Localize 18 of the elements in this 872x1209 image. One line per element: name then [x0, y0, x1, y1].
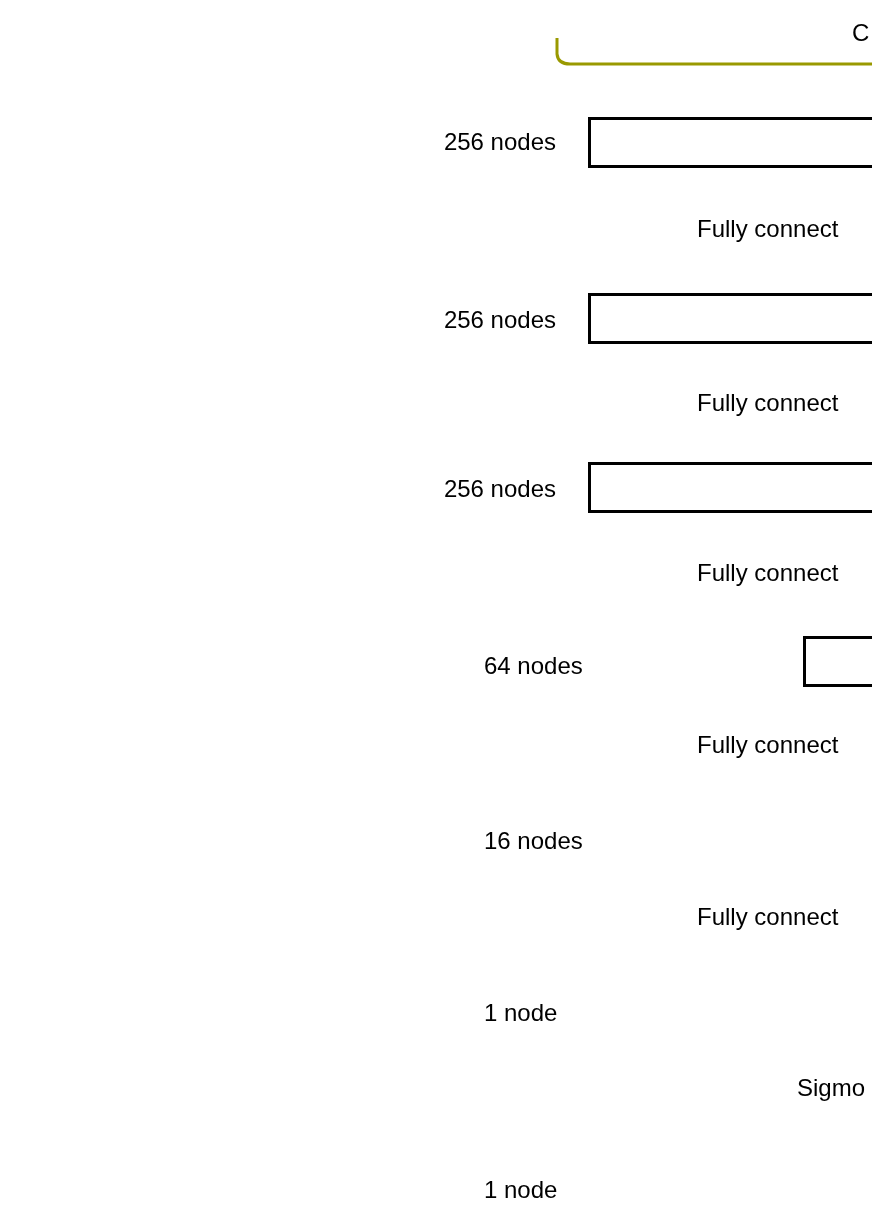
layer-label: 1 node: [484, 1001, 558, 1025]
layer-label: Fully connect: [697, 391, 839, 415]
node-count: 256 nodes: [443, 130, 556, 154]
node-count: 256 nodes: [443, 477, 556, 501]
layer-box: [588, 117, 872, 168]
layer-label: Fully connect: [697, 733, 839, 757]
layer-box: [803, 636, 872, 687]
node-count: 256 nodes: [443, 308, 556, 332]
layer-label: Sigmo: [797, 1076, 866, 1100]
layer-label: 16 nodes: [484, 829, 583, 853]
layer-label: C: [852, 21, 870, 45]
layer-box: [588, 462, 872, 513]
layer-label: Fully connect: [697, 561, 839, 585]
layer-label: 64 nodes: [484, 654, 583, 678]
layer-label: Fully connect: [697, 217, 839, 241]
layer-box: [588, 293, 872, 344]
layer-label: Fully connect: [697, 905, 839, 929]
layer-label: 1 node: [484, 1178, 558, 1202]
